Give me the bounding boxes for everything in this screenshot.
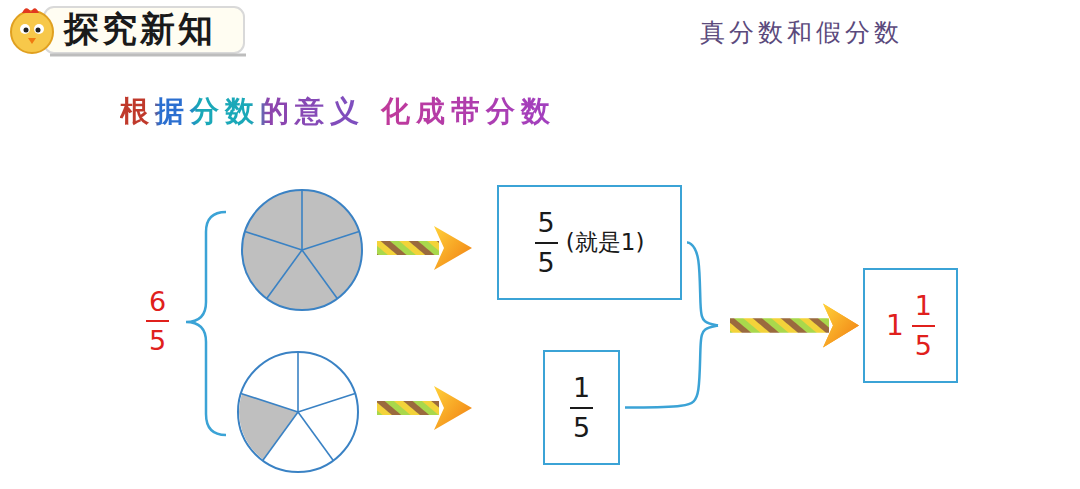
numerator: 5 <box>535 207 558 238</box>
circle-spoke <box>245 231 302 250</box>
part-box: 15 <box>543 350 620 465</box>
arrow-head <box>434 226 472 270</box>
section-title: 探究新知 <box>64 8 216 50</box>
box-content: 55(就是1) <box>535 207 645 277</box>
chick-head <box>11 11 53 53</box>
arrow-head <box>434 386 472 430</box>
circle-spoke <box>263 412 298 461</box>
box-text: (就是1) <box>566 227 645 258</box>
fat-arrow <box>377 386 472 430</box>
circle-spoke <box>298 412 333 461</box>
denominator: 5 <box>570 412 593 443</box>
numerator: 1 <box>570 372 593 403</box>
header-banner <box>44 7 246 55</box>
part-circle <box>238 352 358 472</box>
circle-spokes <box>241 352 355 461</box>
numerator: 6 <box>146 286 169 317</box>
box-content: 15 <box>570 372 593 442</box>
chick-eye <box>20 24 30 34</box>
arrow-shaft <box>730 319 829 333</box>
fraction: 65 <box>146 286 169 356</box>
denominator: 5 <box>146 325 169 356</box>
chick-eye <box>34 24 44 34</box>
fraction-bar <box>146 320 169 322</box>
shaded-sector <box>239 394 298 460</box>
box-content: 115 <box>886 290 935 360</box>
arrow-shaft <box>377 241 439 255</box>
fraction-bar <box>535 242 558 244</box>
numerator: 1 <box>912 290 935 321</box>
fraction: 15 <box>912 290 935 360</box>
circle-spoke <box>241 393 298 412</box>
banner-plate <box>44 7 244 53</box>
banner-shadow <box>50 54 246 57</box>
chick-comb <box>22 8 39 13</box>
denominator: 5 <box>535 247 558 278</box>
circle-spoke <box>267 250 302 299</box>
arrow-head <box>823 304 859 348</box>
circle-spoke <box>301 190 303 250</box>
circle-spokes <box>245 190 359 299</box>
box-text: 1 <box>886 309 904 342</box>
lesson-topic: 真分数和假分数 <box>700 16 903 49</box>
subtitle: 根据分数的意义 化成带分数 <box>120 92 556 132</box>
circle-spoke <box>298 393 355 412</box>
left-brace <box>186 212 226 435</box>
fraction: 55 <box>535 207 558 277</box>
arrow-shaft <box>730 319 829 333</box>
fraction-bar <box>912 325 935 327</box>
full-circle <box>242 190 362 310</box>
circle-spoke <box>302 250 337 299</box>
chick-pupil <box>24 28 29 33</box>
chick-icon <box>11 8 53 53</box>
circle-disc <box>242 190 362 310</box>
mixed-number-box: 115 <box>863 268 958 383</box>
fat-arrow <box>377 226 472 270</box>
merge-connector <box>625 304 859 408</box>
denominator: 5 <box>912 330 935 361</box>
whole-fraction: 65 <box>146 286 169 356</box>
circle-disc <box>238 352 358 472</box>
arrow-shaft <box>377 401 439 415</box>
chick-beak <box>28 38 36 44</box>
merge-connector <box>687 243 859 348</box>
circle-spoke <box>302 231 359 250</box>
brace-half <box>625 326 718 408</box>
circle-spoke <box>297 352 299 412</box>
fraction: 15 <box>570 372 593 442</box>
fraction-bar <box>570 407 593 409</box>
unit-box: 55(就是1) <box>497 185 682 300</box>
brace-half <box>687 243 718 326</box>
chick-pupil <box>36 28 41 33</box>
